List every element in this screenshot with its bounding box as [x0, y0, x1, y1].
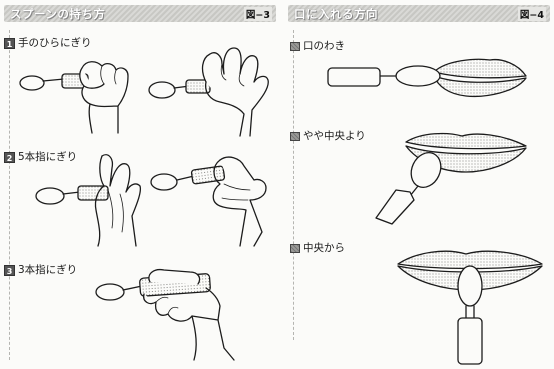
spoon-grip-panel: スプーンの持ち方 図−3 1 手のひらにぎり 2 5本指にぎり: [0, 0, 284, 369]
section-label-text: 3本指にぎり: [18, 264, 77, 276]
figure-number: 図−3: [244, 7, 272, 21]
direction-center-label: 中央から: [290, 242, 345, 254]
square-bullet-icon: [290, 244, 300, 253]
dotted-guide-line: [9, 30, 10, 360]
section-label-text: やや中央より: [303, 130, 366, 142]
mouth-direction-panel: 口に入れる方向 図−4 口のわき やや中央より 中央から: [286, 0, 554, 369]
five-finger-grip-side-illustration: [150, 150, 280, 250]
section-label-text: 中央から: [303, 242, 345, 254]
number-badge: 2: [4, 152, 15, 163]
figure-number: 図−4: [518, 7, 546, 21]
section-header: 口に入れる方向 図−4: [288, 5, 550, 22]
mouth-slightly-center-entry-illustration: [366, 130, 546, 225]
palm-grip-hand-illustration: [148, 40, 278, 140]
mouth-side-entry-illustration: [326, 50, 526, 110]
five-finger-grip-front-illustration: [28, 150, 152, 250]
square-bullet-icon: [290, 132, 300, 141]
direction-center-ish-label: やや中央より: [290, 130, 366, 142]
number-badge: 3: [4, 265, 15, 276]
section-title: スプーンの持ち方: [10, 6, 105, 22]
grip-three-finger-label: 3 3本指にぎり: [4, 264, 77, 276]
dotted-guide-line: [293, 30, 294, 340]
mouth-center-entry-illustration: [396, 246, 554, 366]
square-bullet-icon: [290, 42, 300, 51]
three-finger-grip-illustration: [94, 262, 244, 362]
number-badge: 1: [4, 38, 15, 49]
section-title: 口に入れる方向: [294, 6, 378, 22]
palm-grip-fist-illustration: [20, 48, 140, 138]
section-header: スプーンの持ち方 図−3: [4, 5, 276, 22]
